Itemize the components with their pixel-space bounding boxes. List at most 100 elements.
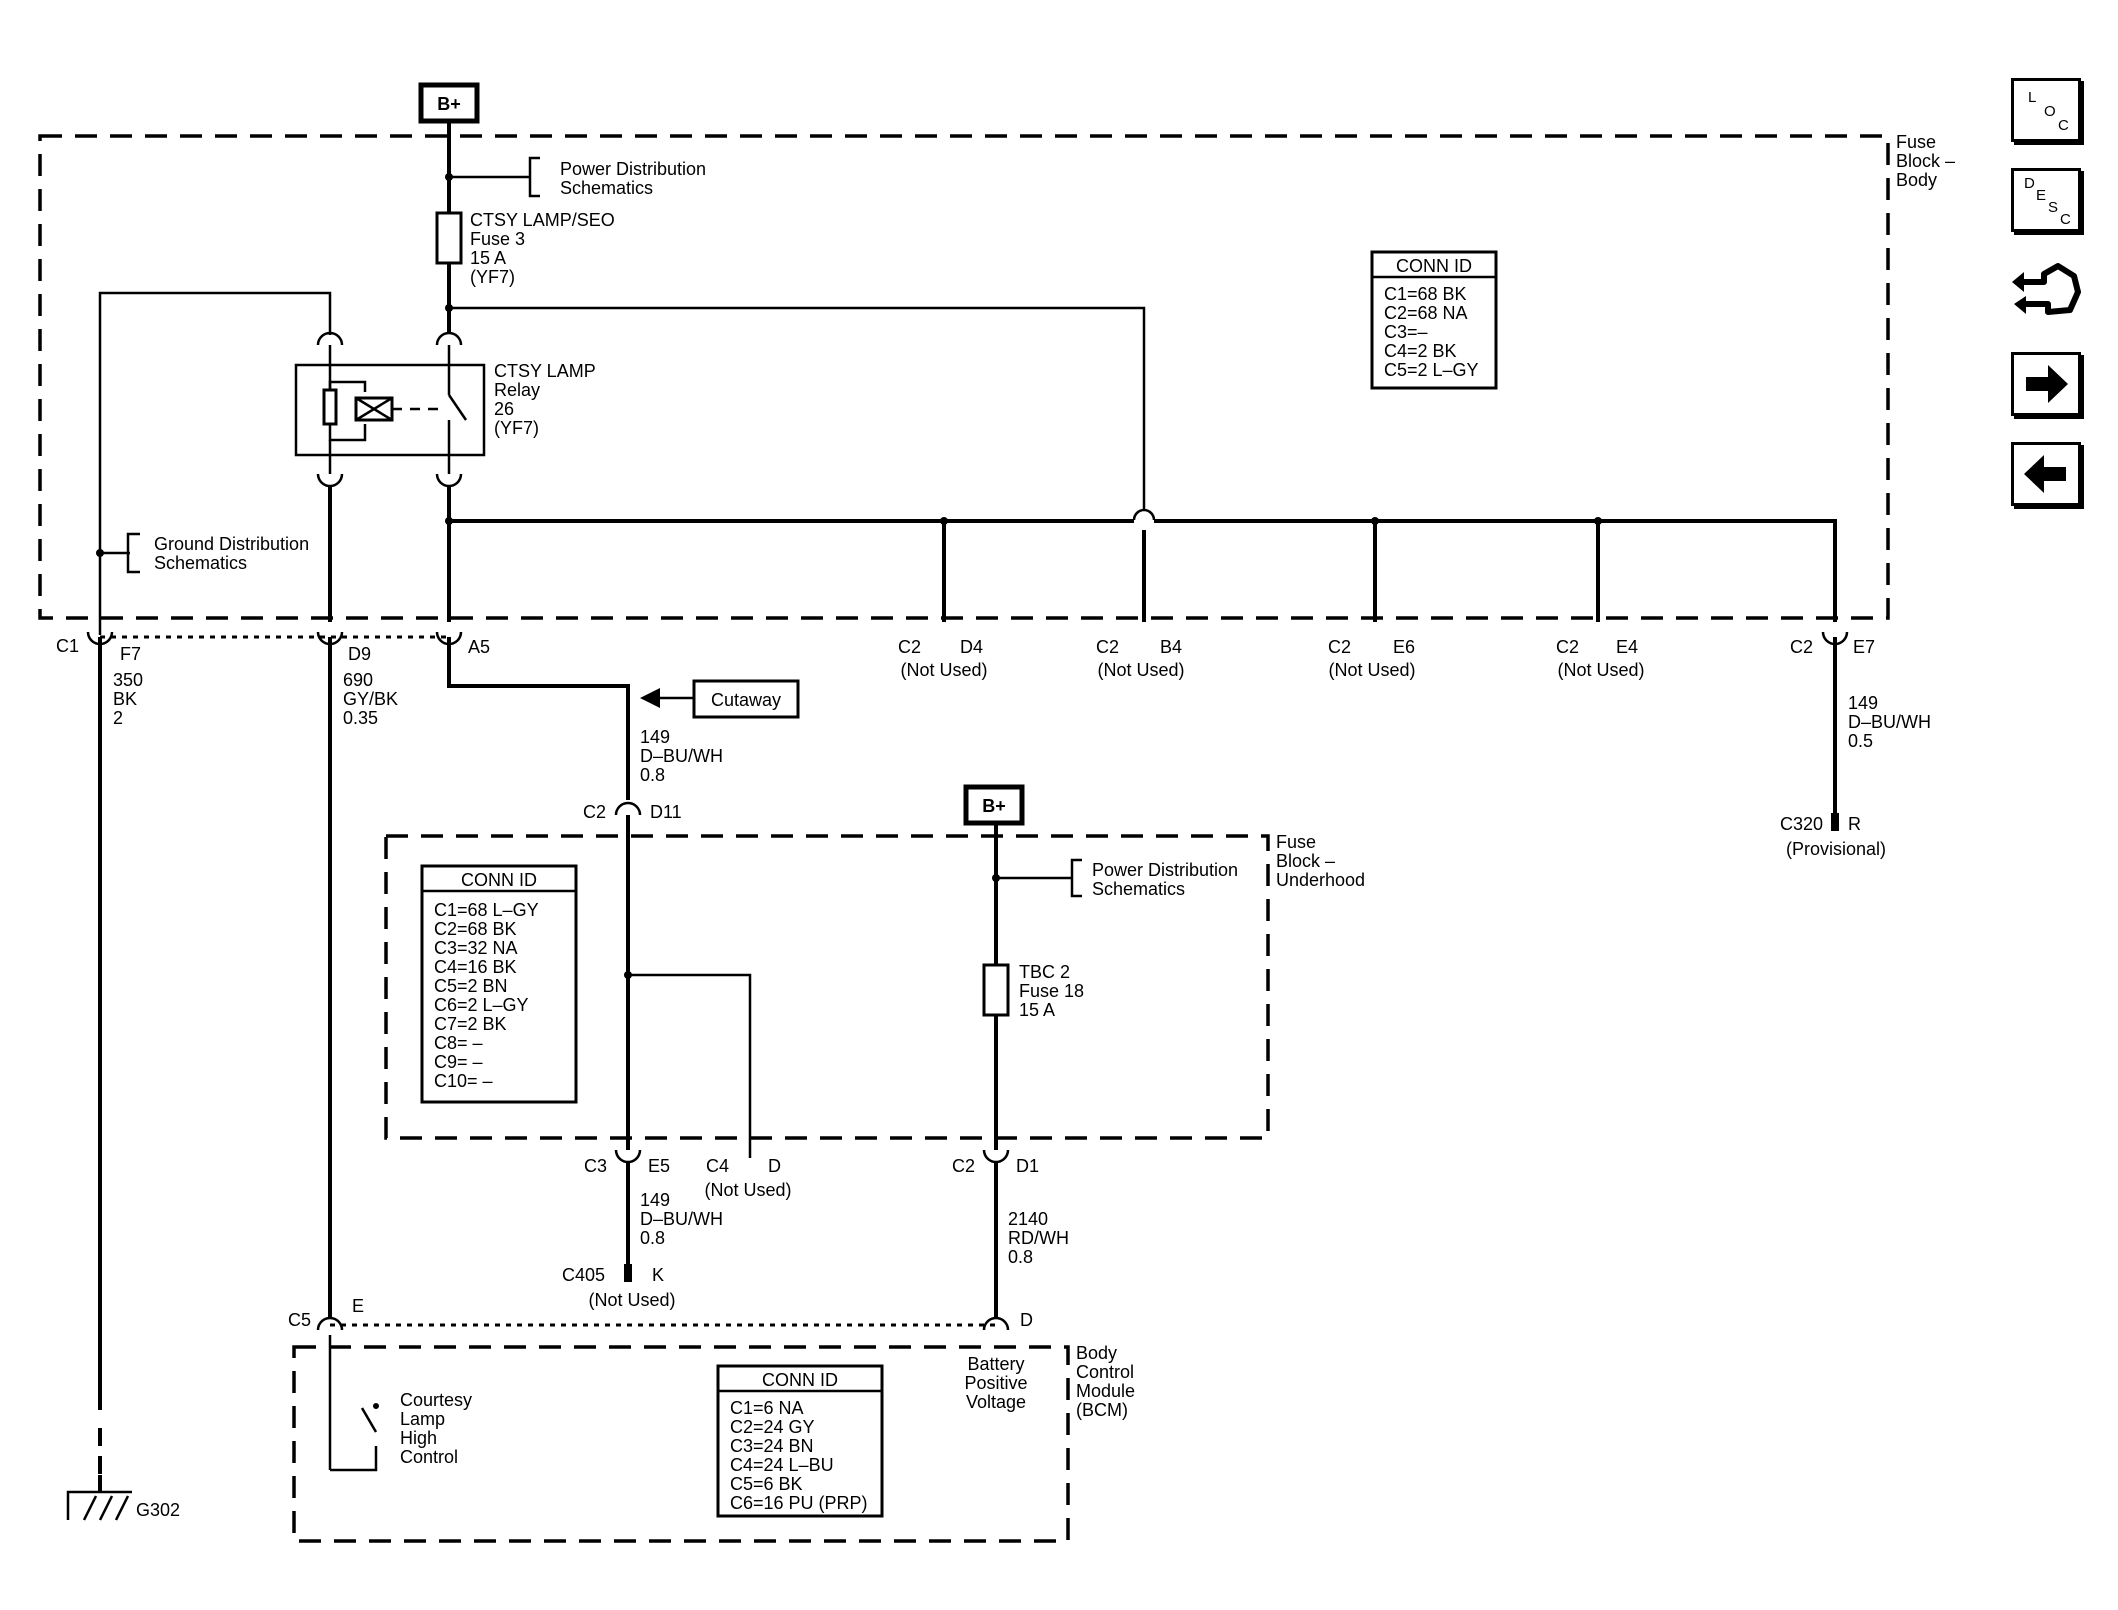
diagram-text: C1=6 NA bbox=[730, 1398, 804, 1418]
diagram-text: 690 bbox=[343, 670, 373, 690]
wire-149-label-a: 149 D–BU/WH 0.8 bbox=[640, 727, 723, 785]
terminal-c2-e4: C2 E4 (Not Used) bbox=[1556, 637, 1645, 680]
pds-ref-body: Power Distribution Schematics bbox=[560, 159, 706, 198]
fuse-block-underhood-label: Fuse Block – Underhood bbox=[1276, 832, 1365, 890]
diagram-text: (BCM) bbox=[1076, 1400, 1128, 1420]
diagram-text: C2 bbox=[583, 802, 606, 822]
diagram-text: Schematics bbox=[154, 553, 247, 573]
diagram-text: 26 bbox=[494, 399, 514, 419]
loc-letter-c: C bbox=[2058, 117, 2069, 134]
ground-g302-icon bbox=[66, 1475, 132, 1521]
diagram-text: C2 bbox=[1556, 637, 1579, 657]
diagram-text: C4=2 BK bbox=[1384, 341, 1457, 361]
diagram-text: C2 bbox=[898, 637, 921, 657]
fuse-block-body-label: Fuse Block – Body bbox=[1896, 132, 1955, 190]
fuse-3-label: CTSY LAMP/SEO Fuse 3 15 A (YF7) bbox=[470, 210, 615, 287]
pds-ref-underhood: Power Distribution Schematics bbox=[1092, 860, 1238, 899]
diagram-text: CTSY LAMP bbox=[494, 361, 596, 381]
next-button[interactable] bbox=[2011, 352, 2081, 416]
diagram-text: Body bbox=[1896, 170, 1937, 190]
diagram-text: Voltage bbox=[966, 1392, 1026, 1412]
diagram-text: Block – bbox=[1896, 151, 1955, 171]
diagram-text: (Not Used) bbox=[1328, 660, 1415, 680]
diagram-text: C2 bbox=[1328, 637, 1351, 657]
gds-ref-bracket bbox=[126, 532, 140, 574]
diagram-text: CONN ID bbox=[762, 1370, 838, 1390]
diagram-text: Control bbox=[1076, 1362, 1134, 1382]
diagram-text: Module bbox=[1076, 1381, 1135, 1401]
connector-c5-e bbox=[316, 1316, 344, 1331]
diagram-text: C3=– bbox=[1384, 322, 1428, 342]
fuse-3-symbol bbox=[435, 211, 463, 265]
conn-id-underhood-table: CONN ID C1=68 L–GY C2=68 BK C3=32 NA C4=… bbox=[420, 864, 578, 1104]
diagram-text: BK bbox=[113, 689, 137, 709]
conn-id-body-table: CONN ID C1=68 BK C2=68 NA C3=– C4=2 BK C… bbox=[1370, 250, 1498, 390]
diagram-text: C4=16 BK bbox=[434, 957, 517, 977]
diagram-text: 149 bbox=[640, 727, 670, 747]
diagram-text: C3=24 BN bbox=[730, 1436, 814, 1456]
diagram-text: CONN ID bbox=[461, 870, 537, 890]
diagram-text: R bbox=[1848, 814, 1861, 834]
diagram-text: 15 A bbox=[470, 248, 506, 268]
diagram-text: C3=32 NA bbox=[434, 938, 518, 958]
loc-letter-o: O bbox=[2044, 103, 2056, 120]
diagram-text: B+ bbox=[982, 796, 1006, 816]
desc-button[interactable]: D E S C bbox=[2011, 168, 2081, 232]
diagram-text: C5=2 L–GY bbox=[1384, 360, 1479, 380]
battery-positive-source-underhood: B+ bbox=[963, 784, 1025, 826]
diagram-text: 0.8 bbox=[640, 765, 665, 785]
diagram-text: D9 bbox=[348, 644, 371, 664]
previous-button[interactable] bbox=[2011, 442, 2081, 506]
fuse-18-label: TBC 2 Fuse 18 15 A bbox=[1019, 962, 1084, 1020]
diagram-text: C6=16 PU (PRP) bbox=[730, 1493, 868, 1513]
ctsy-lamp-relay-box bbox=[294, 363, 486, 457]
diagram-text: C4 bbox=[706, 1156, 729, 1176]
diagram-text: Battery bbox=[967, 1354, 1024, 1374]
diagram-text: D4 bbox=[960, 637, 983, 657]
diagram-text: CONN ID bbox=[1396, 256, 1472, 276]
cutaway-button[interactable]: Cutaway bbox=[692, 679, 800, 719]
conn-id-bcm-table: CONN ID C1=6 NA C2=24 GY C3=24 BN C4=24 … bbox=[716, 1364, 884, 1518]
battery-positive-source-top: B+ bbox=[418, 82, 480, 124]
diagram-text: Fuse bbox=[1896, 132, 1936, 152]
diagram-text: D–BU/WH bbox=[1848, 712, 1931, 732]
diagram-text: Courtesy bbox=[400, 1390, 472, 1410]
diagram-text: E7 bbox=[1853, 637, 1875, 657]
cutaway-arrow-icon bbox=[640, 688, 660, 708]
diagram-text: (Provisional) bbox=[1786, 839, 1886, 859]
diagram-text: C1 bbox=[56, 636, 79, 656]
loc-button[interactable]: L O C bbox=[2011, 78, 2081, 142]
diagram-text: (Not Used) bbox=[1557, 660, 1644, 680]
diagram-text: C2 bbox=[952, 1156, 975, 1176]
diagram-text: C2 bbox=[1790, 637, 1813, 657]
diagram-text: (Not Used) bbox=[588, 1290, 675, 1310]
diagram-text: D1 bbox=[1016, 1156, 1039, 1176]
diagram-text: F7 bbox=[120, 644, 141, 664]
diagram-text: 15 A bbox=[1019, 1000, 1055, 1020]
diagram-text: Positive bbox=[964, 1373, 1027, 1393]
diagram-text: C1=68 BK bbox=[1384, 284, 1467, 304]
diagram-text: Fuse 3 bbox=[470, 229, 525, 249]
diagram-text: Relay bbox=[494, 380, 540, 400]
diagram-text: C6=2 L–GY bbox=[434, 995, 529, 1015]
desc-letter-c: C bbox=[2060, 211, 2071, 228]
wire-149-label-c: 149 D–BU/WH 0.8 bbox=[640, 1190, 723, 1248]
loc-letter-l: L bbox=[2028, 89, 2037, 106]
diagram-text: D bbox=[768, 1156, 781, 1176]
diagram-text: 0.35 bbox=[343, 708, 378, 728]
fuse-block-underhood-outline bbox=[384, 834, 1270, 1140]
bcm-label: Body Control Module (BCM) bbox=[1076, 1343, 1135, 1420]
ground-label: G302 bbox=[136, 1500, 180, 1520]
arrow-right-icon bbox=[2026, 365, 2068, 403]
diagram-text: D–BU/WH bbox=[640, 1209, 723, 1229]
diagram-text: TBC 2 bbox=[1019, 962, 1070, 982]
diagram-text: D bbox=[1020, 1310, 1033, 1330]
diagram-text: RD/WH bbox=[1008, 1228, 1069, 1248]
diagram-text: C10= – bbox=[434, 1071, 493, 1091]
terminal-c2-d4: C2 D4 (Not Used) bbox=[898, 637, 988, 680]
diagram-text: C8= – bbox=[434, 1033, 483, 1053]
diagram-text: C2 bbox=[1096, 637, 1119, 657]
terminal-c2-e6: C2 E6 (Not Used) bbox=[1328, 637, 1416, 680]
desc-letter-e: E bbox=[2036, 187, 2047, 204]
harness-icon[interactable] bbox=[2008, 252, 2086, 332]
